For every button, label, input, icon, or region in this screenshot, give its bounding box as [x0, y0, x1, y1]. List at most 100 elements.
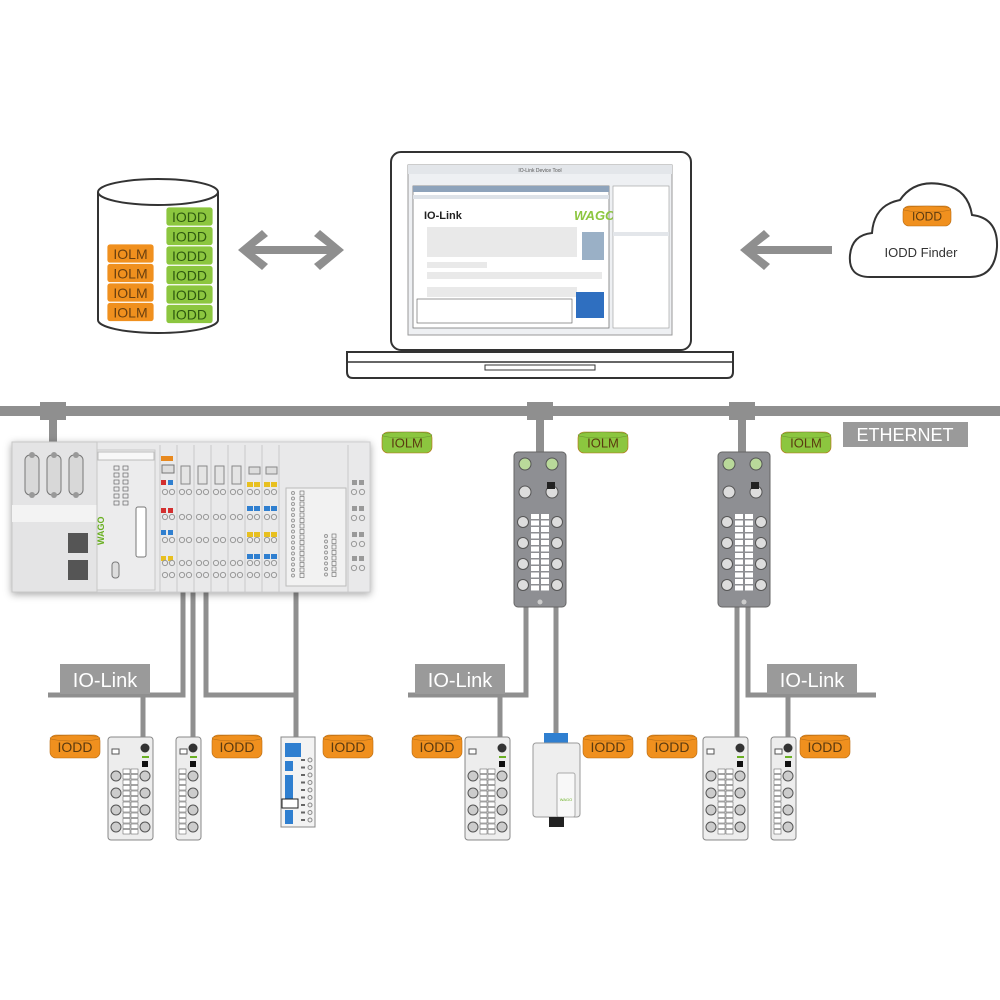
terminal-hole: [263, 536, 271, 544]
terminal-hole: [307, 765, 313, 770]
power-connector: [544, 733, 568, 743]
label-slot: [725, 779, 734, 785]
iodd-disc-label: IODD: [172, 307, 207, 323]
terminal-hole: [202, 488, 210, 496]
label-slot: [541, 553, 549, 558]
label-slot: [130, 823, 139, 829]
label-slot: [725, 768, 734, 774]
terminal-hole: [202, 536, 210, 544]
label-slot: [178, 801, 187, 807]
label-slot: [130, 801, 139, 807]
label-slot: [773, 774, 782, 780]
label-slot: [745, 553, 753, 558]
device-label: [774, 748, 783, 755]
label-slot: [735, 527, 743, 532]
terminal-marker: [264, 482, 270, 487]
terminal-block: [285, 775, 293, 799]
led: [122, 500, 129, 506]
terminal-hole: [253, 536, 261, 544]
label-slot: [479, 823, 488, 829]
label-slot: [541, 546, 549, 552]
label-slot: [531, 579, 539, 584]
terminal-hole: [253, 513, 261, 521]
label-slot: [745, 566, 753, 571]
iodd-badge: IODD: [646, 734, 698, 759]
led: [122, 465, 129, 471]
terminal-hole: [324, 556, 328, 560]
status-led: [785, 761, 791, 767]
terminal-hole: [161, 559, 169, 567]
terminal-hole: [307, 787, 313, 793]
led: [331, 561, 337, 566]
m12-connector: [545, 457, 559, 471]
m12-port: [496, 787, 508, 799]
label-slot: [487, 768, 496, 774]
io-link-device: [770, 736, 797, 841]
label-slot: [773, 768, 782, 774]
led: [299, 545, 305, 551]
terminal-marker: [271, 506, 277, 511]
device-led-bar: [737, 756, 744, 758]
led: [301, 766, 305, 769]
terminal-hole: [307, 810, 313, 815]
terminal-hole: [291, 568, 295, 572]
label-slot: [178, 829, 187, 835]
terminal-hole: [270, 571, 278, 579]
terminal-hole: [307, 772, 313, 778]
label-slot: [122, 818, 131, 824]
terminal-marker: [359, 556, 364, 561]
terminal-marker: [161, 530, 166, 535]
led: [299, 529, 305, 534]
terminal-hole: [185, 488, 193, 496]
m12-connector: [749, 457, 763, 471]
label-slot: [130, 779, 139, 785]
label-slot: [122, 829, 131, 835]
led: [301, 804, 305, 806]
iodd-badge: IODD: [411, 734, 463, 759]
iolm-disc: [106, 282, 155, 303]
database-iolm-item: IOLM: [106, 302, 155, 322]
device-connector: [188, 743, 198, 753]
m12-port: [139, 821, 151, 833]
label-slot: [725, 807, 734, 813]
port-screw: [29, 492, 35, 498]
led: [299, 573, 305, 578]
status-led: [547, 482, 555, 489]
terminal-marker: [168, 530, 173, 535]
m12-port: [517, 579, 529, 591]
terminal-hole: [291, 540, 295, 545]
label-slot: [541, 527, 549, 532]
label-slot: [178, 785, 187, 791]
iolm-badge-label: IOLM: [587, 435, 619, 450]
iolm-badge-label: IOLM: [790, 435, 822, 450]
database-iodd-item: IODD: [165, 245, 214, 266]
iolm-disc-label: IOLM: [113, 285, 147, 301]
label-slot: [735, 520, 743, 526]
label-slot: [745, 559, 753, 565]
label-slot: [725, 785, 734, 791]
terminal-marker: [254, 506, 260, 511]
terminal-marker: [168, 480, 173, 485]
led: [299, 540, 305, 545]
iodd-badge: IODD: [582, 734, 634, 759]
serial-port: [46, 454, 62, 496]
label-slot: [717, 779, 726, 785]
terminal-hole: [291, 524, 295, 528]
io-link-label: IO-Link: [767, 664, 857, 694]
device-led-bar: [190, 756, 197, 758]
database-iolm-item: IOLM: [106, 282, 155, 303]
label-slot: [745, 585, 753, 591]
iodd-badge-label: IODD: [420, 739, 455, 755]
label-slot: [130, 790, 139, 796]
terminal-hole: [168, 513, 176, 521]
label-slot: [735, 566, 743, 571]
module-label: [180, 465, 191, 485]
io-link-device: [702, 736, 749, 841]
terminal-hole: [178, 559, 186, 567]
label-slot: [531, 527, 539, 532]
m12-port: [705, 821, 717, 833]
mount-foot: [549, 817, 564, 827]
app-title: IO-Link Device Tool: [518, 168, 561, 174]
label-slot: [541, 566, 549, 571]
label-slot: [178, 779, 187, 785]
